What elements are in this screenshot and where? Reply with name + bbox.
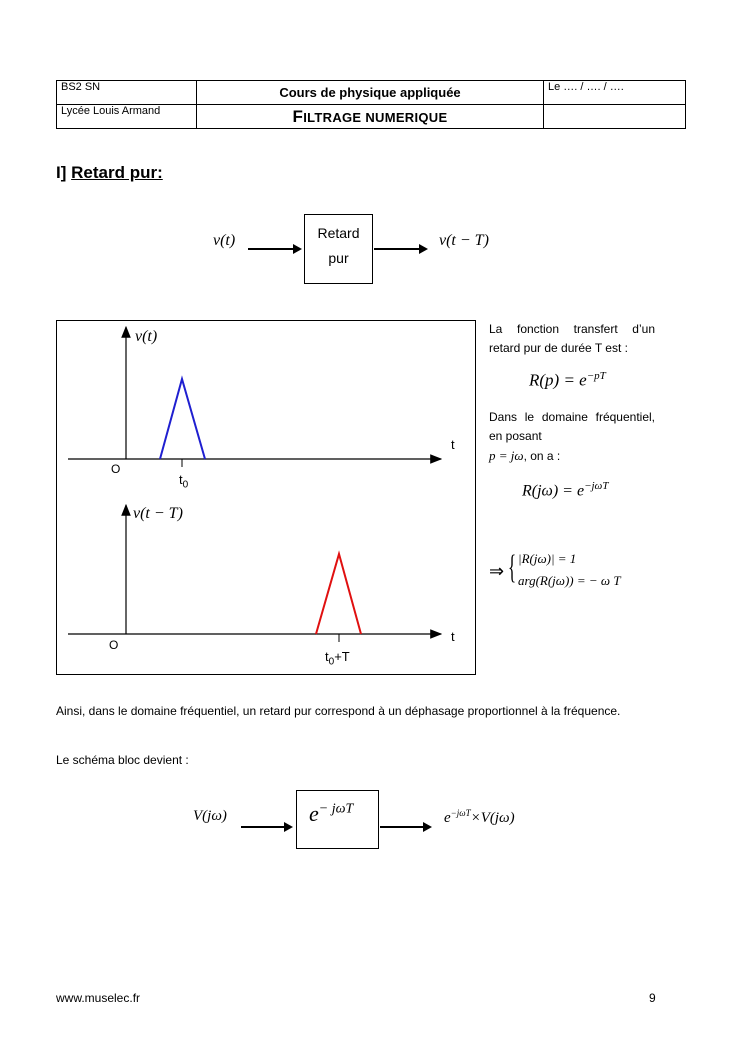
- graph-frame: v(t) t O t0 v(t − T) t O t0+T: [56, 320, 476, 675]
- bottom-origin-label: O: [109, 638, 119, 652]
- empty-cell: [543, 104, 686, 129]
- top-t-label: t: [451, 437, 455, 452]
- block2-input-arrow: [241, 822, 293, 832]
- bottom-y-label: v(t − T): [133, 505, 183, 522]
- modulus-equation: |R(jω)| = 1: [518, 551, 577, 566]
- blue-triangle-pulse: [159, 375, 206, 460]
- block1-output-arrow: [374, 244, 428, 254]
- section-title: I] Retard pur:: [56, 163, 163, 183]
- top-y-label: v(t): [135, 328, 158, 345]
- block2-output-label: e−jωT×V(jω): [444, 808, 515, 826]
- brace-symbol: {: [508, 549, 517, 586]
- conclusion-paragraph: Ainsi, dans le domaine fréquentiel, un r…: [56, 704, 621, 718]
- footer-page-number: 9: [649, 991, 656, 1005]
- argument-equation: arg(R(jω)) = − ω T: [518, 573, 621, 588]
- signals-graph: [68, 325, 443, 642]
- bottom-t-label: t: [451, 629, 455, 644]
- block2-output-arrow: [380, 822, 432, 832]
- block2-input-label: V(jω): [193, 808, 227, 824]
- retard-pur-box: Retard pur: [304, 214, 373, 284]
- chapter-title: FILTRAGE NUMERIQUE: [196, 104, 544, 129]
- block1-input-label: v(t): [213, 232, 236, 249]
- date-label: Le …. / …. / ….: [543, 80, 686, 105]
- top-tick-label: t0: [179, 472, 189, 491]
- implies-symbol: ⇒: [489, 561, 505, 581]
- side-paragraph-2-end: p = jω, on a :: [489, 448, 561, 463]
- top-origin-label: O: [111, 462, 121, 476]
- red-triangle-pulse: [315, 550, 362, 635]
- schema-intro: Le schéma bloc devient :: [56, 753, 189, 767]
- system-of-equations: ⇒ { |R(jω)| = 1 arg(R(jω)) = − ω T: [489, 548, 659, 596]
- block1-input-arrow: [248, 244, 302, 254]
- bottom-tick-label: t0+T: [325, 649, 350, 668]
- equation-r-of-jw: R(jω) = e−jωT: [522, 480, 609, 500]
- side-paragraph-1: La fonction transfert d’un retard pur de…: [489, 322, 655, 355]
- section-number: I]: [56, 163, 67, 182]
- footer-site: www.muselec.fr: [56, 991, 141, 1005]
- section-name: Retard pur:: [71, 163, 163, 182]
- class-label: BS2 SN: [56, 80, 197, 105]
- side-paragraph-2: Dans le domaine fréquentiel, en posant: [489, 410, 655, 443]
- transfer-function-box: e− jωT: [296, 790, 379, 849]
- school-label: Lycée Louis Armand: [56, 104, 197, 129]
- header-table: BS2 SN Cours de physique appliquée Le ….…: [56, 80, 686, 129]
- equation-r-of-p: R(p) = e−pT: [529, 370, 606, 390]
- course-title: Cours de physique appliquée: [196, 80, 544, 105]
- block1-output-label: v(t − T): [439, 232, 489, 249]
